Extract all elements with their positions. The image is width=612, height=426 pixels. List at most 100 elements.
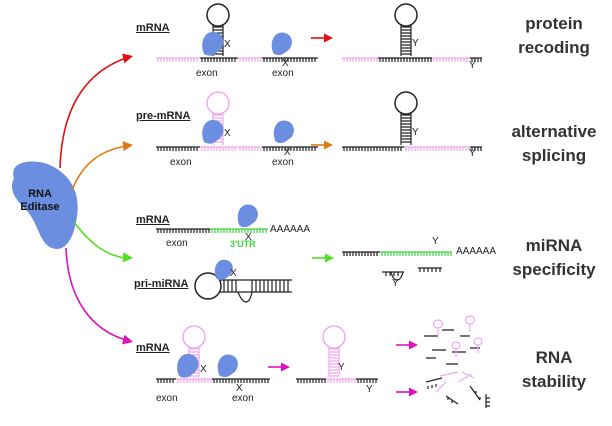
row1-result-hairpin [394, 3, 418, 56]
outcome-mirna-specificity: miRNA specificity [484, 234, 612, 282]
label-pre-mrna: pre-mRNA [136, 110, 191, 122]
row1-editase-exon [271, 32, 292, 56]
row2-editase-loop [202, 119, 224, 144]
pri-mirna-stem [220, 279, 292, 293]
row1-strand-5prime [156, 57, 200, 62]
row2-strand-intron-right [238, 146, 262, 151]
arrow-to-mirna [73, 221, 133, 263]
outcome-protein-recoding: protein recoding [484, 12, 612, 60]
label-pri-mirna: pri-miRNA [134, 278, 189, 290]
marker-y-row1-loop: Y [412, 38, 419, 49]
marker-x-row4-exon: X [236, 383, 243, 394]
label-mrna-row3: mRNA [136, 214, 170, 226]
marker-x-row2-loop: X [224, 128, 231, 139]
editase-blob [11, 161, 78, 249]
row3-editase-utr [237, 204, 258, 228]
label-exon-row2-left: exon [170, 157, 192, 168]
label-mrna-row1: mRNA [136, 22, 170, 34]
arrow-to-recoding [59, 53, 133, 169]
marker-x-row1-loop: X [224, 39, 231, 50]
row3-mirna-fragment-2 [418, 267, 442, 272]
label-3utr: 3'UTR [230, 239, 256, 249]
editase-label-line2: Editase [20, 201, 60, 213]
pri-mirna-loop [194, 272, 222, 300]
outcome-rna-stability-line2: stability [521, 372, 587, 391]
row2-strand-intron-left [200, 146, 238, 151]
outcome-rna-stability: RNA stability [484, 346, 612, 394]
marker-y-row1-exon: Y [469, 60, 476, 71]
row2-result-arrow [311, 140, 333, 150]
row2-strand-exon1 [156, 146, 200, 151]
row4-mid-strand-right [356, 378, 378, 383]
label-exon-row4-left: exon [156, 393, 178, 404]
outcome-alternative-splicing-line1: alternative [511, 122, 597, 141]
outcome-mirna-specificity-line1: miRNA [525, 236, 583, 255]
outcome-rna-stability-line1: RNA [535, 348, 573, 367]
row1-strand-intron [238, 57, 262, 62]
marker-x-row1-exon: X [282, 58, 289, 69]
pri-mirna-editase [214, 259, 233, 280]
editase-label-line1: RNA [28, 188, 52, 200]
row2-editase-exon [273, 120, 294, 144]
row3-mirna-fragment-1 [382, 271, 404, 276]
row3-result-strand-exon [342, 251, 380, 256]
row1-editase-loop [202, 31, 224, 56]
outcome-protein-recoding-line1: protein [525, 14, 583, 33]
label-exon-row3: exon [166, 238, 188, 249]
row4-strand-pink-left [176, 378, 212, 383]
label-mrna-row4: mRNA [136, 342, 170, 354]
row1-result-strand-3prime [470, 57, 482, 62]
arrow-to-splicing [71, 141, 133, 191]
row4-mid-strand-pink [326, 378, 356, 383]
row4-mid-arrow [268, 362, 290, 372]
row1-result-strand-pink [432, 57, 470, 62]
arrow-to-stability [65, 247, 133, 345]
marker-x-row3-utr: X [245, 232, 252, 243]
row4-fragments-lower-dark [425, 377, 490, 408]
row2-result-strand-pink [404, 146, 470, 151]
row4-degradation-arrow-upper [396, 340, 418, 350]
row4-fragments-upper-pink [432, 315, 483, 357]
label-exon-row4-right: exon [232, 393, 254, 404]
marker-y-row2-exon: Y [469, 148, 476, 159]
marker-y-row4-loop: Y [338, 362, 345, 373]
row2-result-hairpin [394, 91, 418, 145]
row2-result-strand-left [342, 146, 404, 151]
row3-result-arrow [312, 253, 334, 263]
row2-strand-exon2 [262, 146, 318, 151]
label-exon-row1-left: exon [196, 68, 218, 79]
row4-degradation-arrow-lower [396, 387, 418, 397]
outcome-protein-recoding-line2: recoding [518, 38, 590, 57]
editase-label: RNA Editase [5, 188, 75, 214]
outcome-alternative-splicing-line2: splicing [521, 146, 587, 165]
pri-mirna-bulge [237, 291, 253, 303]
row4-mid-hairpin [322, 325, 346, 377]
row1-result-strand-mid [378, 57, 432, 62]
row4-fragments-lower-pink [435, 371, 475, 393]
row4-strand-5prime [156, 378, 176, 383]
label-exon-row2-right: exon [272, 157, 294, 168]
label-polya-row3-left: AAAAAA [270, 224, 311, 235]
row2-result-strand-3prime [470, 146, 482, 151]
marker-y-row2-loop: Y [412, 127, 419, 138]
row4-fragments-upper-dark [424, 329, 480, 365]
row4-strand-exon2 [212, 378, 270, 383]
row4-editase-loop [177, 353, 199, 378]
marker-y-row4-exon: Y [366, 384, 373, 395]
row3-strand-utr [210, 228, 268, 233]
row1-strand-exon2 [262, 57, 318, 62]
marker-x-pri-mirna: X [230, 268, 237, 279]
outcome-mirna-specificity-line2: specificity [512, 260, 596, 279]
label-exon-row1-right: exon [272, 68, 294, 79]
row3-strand-exon [156, 228, 210, 233]
row4-mid-strand-left [296, 378, 326, 383]
row3-result-strand-utr [380, 251, 452, 256]
label-polya-row3-right: AAAAAA [456, 246, 497, 257]
row1-result-strand-5prime [342, 57, 378, 62]
marker-y-row3-utr: Y [432, 236, 439, 247]
row1-result-arrow [311, 33, 333, 43]
marker-x-row2-exon: X [284, 147, 291, 158]
row4-editase-exon [217, 354, 238, 378]
